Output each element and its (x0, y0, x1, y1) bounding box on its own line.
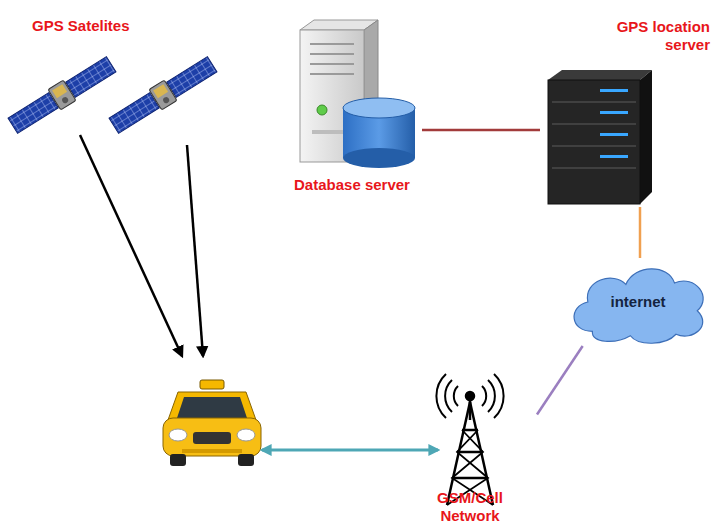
location-server-icon (548, 70, 652, 80)
icon-label: GPS Satelites (32, 17, 130, 35)
cloud-label: internet (610, 293, 665, 311)
taxi-icon (169, 429, 187, 441)
database-server-icon (310, 63, 354, 65)
taxi-icon (193, 432, 231, 444)
location-server-icon (600, 111, 628, 114)
icon-label: Database server (294, 176, 410, 194)
satellite-icons (6, 54, 218, 136)
database-server-icon (317, 105, 327, 115)
taxi-icon (170, 454, 186, 466)
internet-cloud: internet (562, 258, 714, 346)
database-server-icon (343, 148, 415, 168)
location-server-icon (552, 123, 636, 125)
taxi-icon (163, 418, 261, 456)
taxi-icon (182, 449, 242, 453)
signal-arrows (80, 135, 203, 356)
taxi-icon (200, 380, 224, 389)
location-server-icon (600, 89, 628, 92)
database-server-icon (343, 98, 415, 118)
location-server-icon (552, 167, 636, 169)
network-link (422, 129, 540, 132)
network-link (537, 346, 583, 415)
taxi-icon (168, 392, 256, 420)
location-server: GPS location server (540, 15, 714, 207)
cell-tower-icon (436, 374, 503, 505)
location-server-icon (552, 102, 636, 168)
location-server-icon (600, 89, 628, 158)
cell-tower-icon (482, 374, 504, 418)
cell-network: GSM/Cell Network (403, 380, 537, 528)
location-server-icon (552, 145, 636, 147)
satellite-icons (107, 54, 218, 136)
location-server-icon (548, 70, 652, 204)
database-server: Database server (282, 12, 422, 197)
satellite-icons (6, 54, 117, 136)
radio-link (262, 449, 438, 452)
location-server-icon (548, 80, 640, 204)
database-server-icon (310, 44, 354, 74)
taxi-icon (163, 380, 261, 466)
database-server-icon (300, 20, 415, 168)
signal-arrows (80, 135, 182, 356)
cell-tower-icon (436, 374, 458, 418)
taxi-icon (237, 429, 255, 441)
icon-label: GSM/Cell Network (407, 489, 533, 525)
location-server-icon (600, 133, 628, 136)
taxi-icon (177, 397, 247, 418)
signal-arrows (187, 145, 203, 356)
cloud-outline (574, 269, 703, 343)
icon-label: GPS location server (592, 18, 710, 54)
satellite-group: GPS Satelites (28, 14, 178, 154)
cell-tower-icon (466, 392, 474, 400)
network-link (639, 207, 642, 258)
location-server-icon (640, 70, 652, 204)
location-server-icon (552, 101, 636, 103)
location-server-icon (600, 155, 628, 158)
database-server-icon (310, 43, 354, 45)
taxi-icon (238, 454, 254, 466)
database-server-icon (310, 73, 354, 75)
database-server-icon (310, 53, 354, 55)
